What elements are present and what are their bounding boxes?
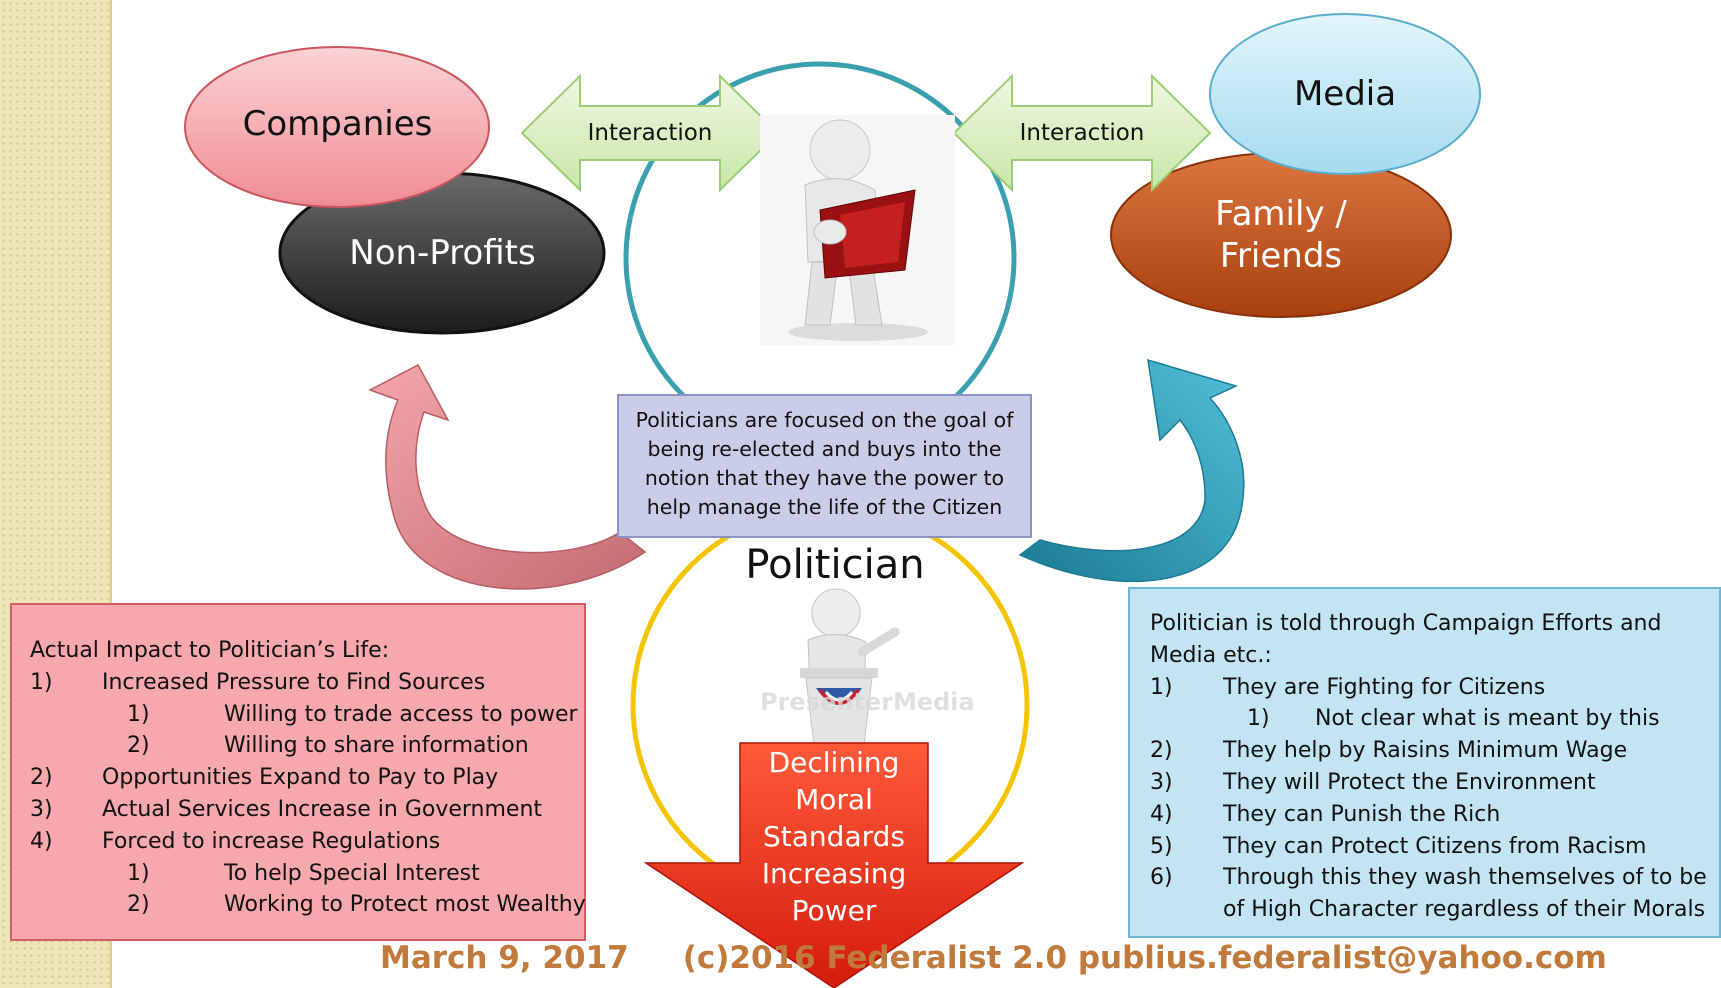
campaign-item: 4)They can Punish the Rich: [1150, 801, 1501, 827]
left-interaction-label: Interaction: [587, 120, 713, 146]
footer-line: March 9, 2017 (c)2016 Federalist 2.0 pub…: [380, 940, 1680, 976]
center-description-line: Politicians are focused on the goal of: [635, 408, 1014, 432]
campaign-item: 1)They are Fighting for Citizens: [1150, 674, 1546, 700]
family-friends-label: Family / Friends: [1111, 193, 1451, 277]
down-arrow-line: Declining: [768, 746, 900, 779]
blue-curved-arrow: [1018, 358, 1245, 583]
impact-subitem: 1)Willing to trade access to power: [127, 701, 578, 727]
presentermedia-watermark: PresenterMedia: [760, 688, 975, 716]
companies-label: Companies: [242, 104, 433, 144]
declining-moral-arrow: [643, 742, 1025, 988]
campaign-item: 3)They will Protect the Environment: [1150, 769, 1596, 795]
impact-subitem: 2)Willing to share information: [127, 733, 529, 759]
down-arrow-line: Moral: [795, 783, 873, 816]
impact-subitem: 1)To help Special Interest: [127, 860, 480, 886]
campaign-list-title-line1: Politician is told through Campaign Effo…: [1150, 611, 1662, 636]
politician-label: Politician: [745, 542, 925, 588]
media-ellipse: [1209, 13, 1481, 175]
family-friends-label-line1: Family /: [1215, 194, 1347, 234]
down-arrow-line: Power: [791, 894, 877, 927]
campaign-list-title-line2: Media etc.:: [1150, 642, 1272, 668]
pink-curved-arrow: [368, 363, 647, 590]
center-description-line: help manage the life of the Citizen: [646, 495, 1003, 519]
right-interaction-arrow: [952, 73, 1212, 193]
impact-item: 3)Actual Services Increase in Government: [30, 796, 543, 822]
campaign-item-continued: of High Character regardless of their Mo…: [1223, 897, 1706, 923]
impact-item: 1)Increased Pressure to Find Sources: [30, 669, 486, 695]
center-description-line: notion that they have the power to: [644, 466, 1005, 490]
campaign-subitem: 1)Not clear what is meant by this: [1247, 706, 1660, 732]
footer-credit: (c)2016 Federalist 2.0 publius.federalis…: [682, 940, 1607, 976]
right-interaction-label: Interaction: [1019, 120, 1145, 146]
companies-ellipse: [184, 46, 490, 208]
campaign-item: 6)Through this they wash themselves of t…: [1150, 865, 1707, 891]
impact-list-box: Actual Impact to Politician’s Life: 1)In…: [10, 603, 586, 941]
declining-moral-text: Declining Moral Standards Increasing Pow…: [740, 744, 928, 929]
family-friends-label-line2: Friends: [1219, 236, 1343, 276]
impact-list-title: Actual Impact to Politician’s Life:: [30, 638, 390, 663]
down-arrow-line: Standards: [763, 820, 905, 853]
impact-item: 4)Forced to increase Regulations: [30, 828, 441, 854]
campaign-item: 2)They help by Raisins Minimum Wage: [1150, 738, 1628, 764]
down-arrow-line: Increasing: [761, 857, 907, 890]
footer-date: March 9, 2017: [380, 940, 629, 976]
campaign-list-box: Politician is told through Campaign Effo…: [1128, 587, 1721, 938]
impact-subitem: 2)Working to Protect most Wealthy: [127, 892, 586, 918]
impact-item: 2)Opportunities Expand to Pay to Play: [30, 765, 499, 791]
reading-figure-icon: [760, 115, 955, 345]
center-description-line: being re-elected and buys into the: [647, 437, 1002, 461]
media-label: Media: [1293, 74, 1397, 114]
non-profits-label: Non-Profits: [349, 233, 536, 273]
center-description-box: Politicians are focused on the goal of b…: [617, 394, 1032, 538]
campaign-item: 5)They can Protect Citizens from Racism: [1150, 833, 1647, 859]
podium-figure-icon: [800, 588, 900, 746]
